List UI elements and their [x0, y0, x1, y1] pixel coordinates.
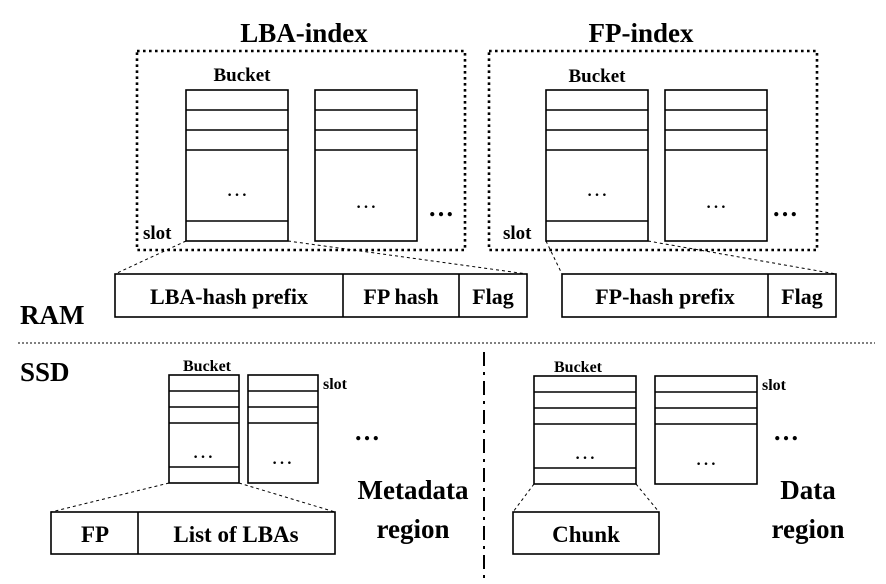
lba-bucket-1: …: [185, 89, 289, 242]
fp-bucket-1-ellipsis: …: [586, 176, 608, 201]
ram-label: RAM: [20, 300, 84, 330]
fp-bucket-2-ellipsis: …: [705, 188, 727, 213]
fp-index-title: FP-index: [589, 18, 694, 48]
meta-zoom-line-right: [238, 482, 336, 513]
ssd-label: SSD: [20, 357, 70, 387]
fp-index-boundary: [487, 49, 819, 252]
fp-bucket-2: …: [664, 89, 768, 242]
data-bucket-1: …: [533, 375, 637, 485]
meta-slot-entry: FP List of LBAs: [50, 511, 336, 555]
meta-bucket-2-ellipsis: …: [271, 444, 293, 469]
lba-index-title: LBA-index: [240, 18, 368, 48]
data-zoom-line-right: [635, 483, 660, 513]
lba-bucket-2-ellipsis: …: [355, 188, 377, 213]
data-region-line2: region: [772, 514, 845, 544]
lba-zoom-line-right: [287, 240, 528, 275]
meta-slot-label: slot: [323, 376, 348, 393]
fp-bucket-1: …: [545, 89, 649, 242]
meta-bucket-1-ellipsis: …: [192, 438, 214, 463]
fp-field-prefix: FP-hash prefix: [595, 284, 735, 309]
data-bucket-1-ellipsis: …: [574, 439, 596, 464]
meta-bucket-1: …: [168, 374, 240, 484]
fp-field-flag: Flag: [781, 284, 823, 309]
data-region: Bucket … … slot … Data region Chunk: [512, 359, 845, 555]
fp-zoom-line-left: [545, 240, 563, 275]
data-region-line1: Data: [780, 475, 836, 505]
data-slot-entry: Chunk: [512, 511, 660, 555]
lba-slot-entry: LBA-hash prefix FP hash Flag: [114, 273, 528, 318]
fp-slot-label: slot: [503, 223, 532, 244]
data-slot-label: slot: [762, 377, 787, 394]
lba-index-boundary: [135, 49, 467, 252]
fp-index: FP-index Bucket … slot … … FP-hash prefi…: [487, 18, 837, 318]
metadata-region: Bucket … … slot … Metadata region FP Lis…: [50, 358, 469, 555]
lba-bucket-label: Bucket: [214, 65, 272, 86]
meta-more-buckets: …: [354, 417, 380, 446]
meta-region-line2: region: [377, 514, 450, 544]
meta-zoom-line-left: [50, 482, 170, 513]
data-bucket-label: Bucket: [554, 359, 603, 376]
data-bucket-2-ellipsis: …: [695, 445, 717, 470]
lba-more-buckets: …: [428, 193, 454, 222]
data-more-buckets: …: [773, 417, 799, 446]
lba-bucket-1-ellipsis: …: [226, 176, 248, 201]
meta-region-line1: Metadata: [358, 475, 469, 505]
fp-zoom-line-right: [647, 240, 837, 275]
data-zoom-line-left: [512, 483, 535, 513]
meta-bucket-2: …: [247, 374, 319, 484]
lba-field-fp-hash: FP hash: [363, 284, 438, 309]
data-bucket-2: …: [654, 375, 758, 485]
lba-field-prefix: LBA-hash prefix: [150, 284, 308, 309]
meta-field-lba-list: List of LBAs: [173, 522, 298, 547]
fp-bucket-label: Bucket: [569, 66, 627, 87]
lba-zoom-line-left: [114, 240, 187, 275]
fp-more-buckets: …: [772, 193, 798, 222]
meta-bucket-label: Bucket: [183, 358, 232, 375]
meta-field-fp: FP: [81, 522, 109, 547]
lba-slot-label: slot: [143, 223, 172, 244]
fp-slot-entry: FP-hash prefix Flag: [561, 273, 837, 318]
lba-index: LBA-index Bucket … slot … …: [114, 18, 528, 318]
lba-bucket-2: …: [314, 89, 418, 242]
lba-field-flag: Flag: [472, 284, 514, 309]
data-field-chunk: Chunk: [552, 522, 620, 547]
